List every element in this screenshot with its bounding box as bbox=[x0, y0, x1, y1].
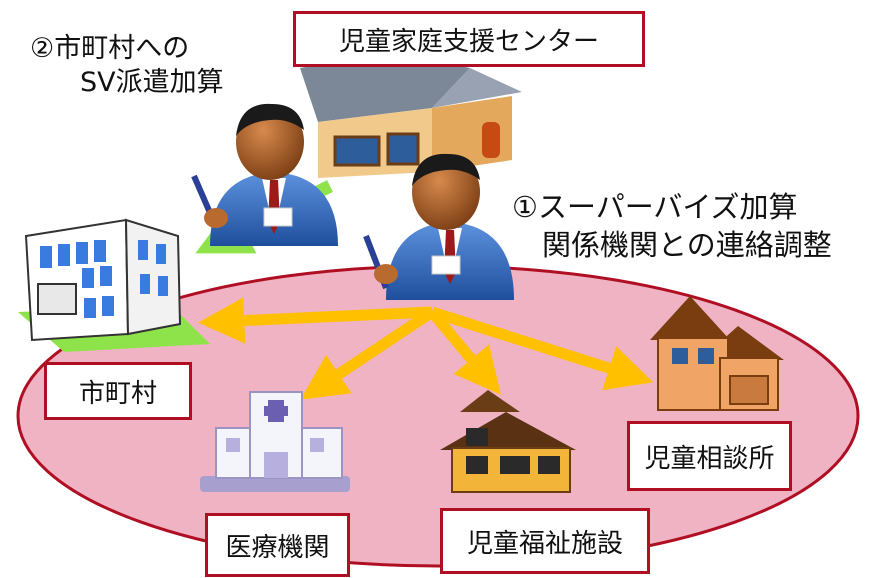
arrow-to-welfare-facility bbox=[427, 308, 501, 395]
sv-dispatch-note-line2: SV派遣加算 bbox=[80, 67, 224, 98]
node-child-consultation-center: 児童相談所 bbox=[627, 421, 792, 491]
arrow-to-medical bbox=[300, 307, 436, 400]
node-medical-institution: 医療機関 bbox=[205, 513, 350, 577]
staff-person-1-icon bbox=[191, 103, 338, 246]
support-center-house-icon bbox=[300, 52, 522, 178]
support-center-title-box: 児童家庭支援センター bbox=[293, 11, 645, 67]
hospital-icon bbox=[200, 391, 350, 492]
staff-person-2-icon bbox=[363, 153, 514, 300]
welfare-facility-house-icon bbox=[440, 390, 576, 493]
sv-dispatch-note-line1: ②市町村への bbox=[30, 33, 190, 64]
municipality-building-icon bbox=[18, 218, 210, 352]
sv-dispatch-note: ②市町村への SV派遣加算 bbox=[30, 32, 224, 100]
arrow-to-municipality bbox=[198, 297, 433, 344]
node-municipality: 市町村 bbox=[44, 362, 192, 420]
consultation-center-house-icon bbox=[650, 296, 784, 411]
node-child-welfare-facility: 児童福祉施設 bbox=[440, 508, 650, 574]
supervise-note: ①スーパーバイズ加算 関係機関との連絡調整 bbox=[512, 188, 832, 264]
arrow-to-consultation-center bbox=[430, 306, 654, 391]
supervise-note-line1: ①スーパーバイズ加算 bbox=[512, 190, 798, 224]
supervise-note-line2: 関係機関との連絡調整 bbox=[542, 228, 832, 262]
